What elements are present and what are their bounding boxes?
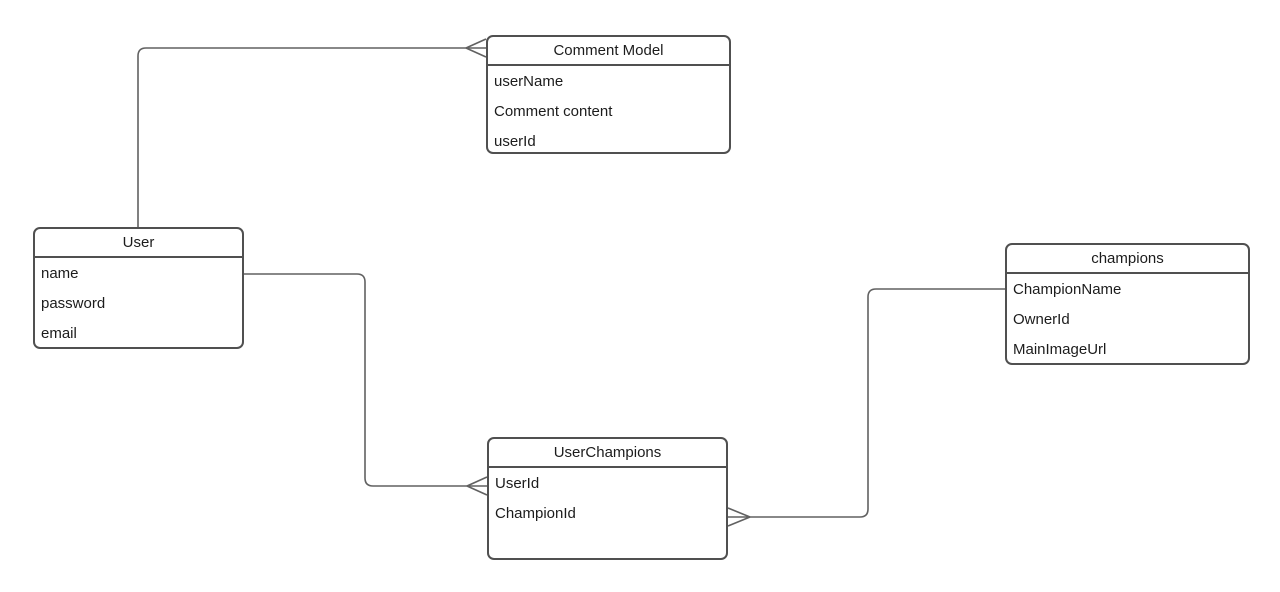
entity-field: userId: [494, 133, 536, 150]
entity-field: password: [41, 295, 106, 312]
entity-field: userName: [494, 73, 564, 90]
entity-field: ChampionName: [1013, 281, 1122, 298]
entity-field: Comment content: [494, 103, 613, 120]
entity-comment-model[interactable]: Comment Model userName Comment content u…: [486, 35, 731, 154]
entity-field: email: [41, 325, 77, 342]
entity-field: name: [41, 265, 79, 282]
crows-foot-many-icon: [727, 507, 751, 527]
entity-field-list: userName Comment content userId: [488, 66, 729, 157]
entity-field: MainImageUrl: [1013, 341, 1107, 358]
connector-line[interactable]: [728, 288, 1005, 518]
entity-title: champions: [1007, 245, 1248, 274]
entity-field-list: ChampionName OwnerId MainImageUrl: [1007, 274, 1248, 365]
entity-title: UserChampions: [489, 439, 726, 468]
entity-user-champions[interactable]: UserChampions UserId ChampionId: [487, 437, 728, 560]
connector-line[interactable]: [137, 47, 486, 227]
entity-title: Comment Model: [488, 37, 729, 66]
entity-field-list: UserId ChampionId: [489, 468, 726, 529]
entity-field: UserId: [495, 475, 540, 492]
entity-field-list: name password email: [35, 258, 242, 349]
relationship-champions-user-champions[interactable]: [727, 288, 1005, 527]
connector-line[interactable]: [244, 273, 487, 487]
crows-foot-many-icon: [465, 38, 487, 58]
relationship-user-user-champions[interactable]: [244, 273, 488, 496]
crows-foot-many-icon: [466, 476, 488, 496]
entity-champions[interactable]: champions ChampionName OwnerId MainImage…: [1005, 243, 1250, 365]
entity-field: ChampionId: [495, 505, 576, 522]
entity-user[interactable]: User name password email: [33, 227, 244, 349]
relationship-user-comment-model[interactable]: [137, 38, 487, 227]
entity-field: OwnerId: [1013, 311, 1070, 328]
entity-title: User: [35, 229, 242, 258]
